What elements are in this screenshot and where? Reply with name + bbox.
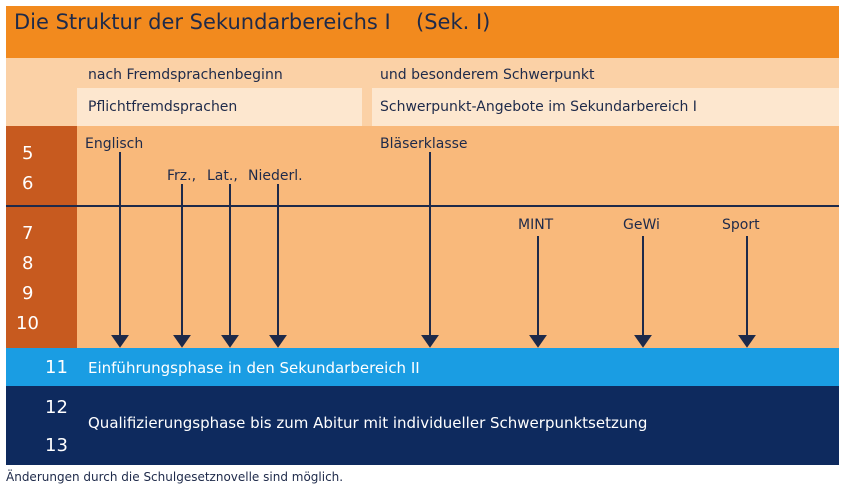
- profile-gewi: GeWi: [623, 217, 660, 233]
- profile-sport: Sport: [722, 217, 760, 233]
- header-language-start: nach Fremdsprachenbeginn: [88, 67, 283, 83]
- grade-column-5-6: [6, 126, 77, 206]
- band-einfuehrungsphase: [6, 348, 839, 386]
- box-mandatory-languages: [77, 88, 362, 126]
- grade-11: 11: [45, 357, 68, 378]
- language-franzoesisch: Frz.,: [167, 168, 197, 184]
- diagram-title-suffix: (Sek. I): [416, 10, 491, 34]
- box-focus-offers: [372, 88, 839, 126]
- arrow-sport-head: [738, 335, 756, 348]
- profile-blaeserklasse: Bläserklasse: [380, 136, 468, 152]
- grade-5: 5: [22, 143, 34, 164]
- grade-10: 10: [16, 313, 39, 334]
- footnote: Änderungen durch die Schulgesetznovelle …: [6, 470, 344, 484]
- grade-13: 13: [45, 435, 68, 456]
- grade-12: 12: [45, 397, 68, 418]
- band-qualifizierungsphase: [6, 386, 839, 465]
- qualifizierungsphase-label: Qualifizierungsphase bis zum Abitur mit …: [88, 414, 648, 432]
- grade-7: 7: [22, 223, 34, 244]
- title-bar: [6, 6, 839, 58]
- box-focus-offers-label: Schwerpunkt-Angebote im Sekundarbereich …: [380, 99, 697, 115]
- language-englisch: Englisch: [85, 136, 144, 152]
- arrow-franzoesisch-head: [173, 335, 191, 348]
- profile-mint: MINT: [518, 217, 554, 233]
- language-niederlaendisch: Niederl.: [248, 168, 303, 184]
- diagram-title: Die Struktur der Sekundarbereichs I: [14, 10, 391, 34]
- grade-8: 8: [22, 253, 34, 274]
- area-grades-7-10: [77, 206, 839, 348]
- arrow-gewi-head: [634, 335, 652, 348]
- header-focus: und besonderem Schwerpunkt: [380, 67, 595, 83]
- grade-9: 9: [22, 283, 34, 304]
- divider-line: [6, 205, 839, 207]
- einfuehrungsphase-label: Einführungsphase in den Sekundarbereich …: [88, 359, 420, 377]
- arrow-englisch-head: [111, 335, 129, 348]
- arrow-blaeserklasse-head: [421, 335, 439, 348]
- language-latein: Lat.,: [207, 168, 238, 184]
- arrow-latein-head: [221, 335, 239, 348]
- area-grades-5-6: [77, 126, 839, 206]
- box-mandatory-languages-label: Pflichtfremdsprachen: [88, 99, 238, 115]
- grade-column-7-10: [6, 206, 77, 348]
- arrow-mint-head: [529, 335, 547, 348]
- arrow-niederlaendisch-head: [269, 335, 287, 348]
- grade-6: 6: [22, 173, 34, 194]
